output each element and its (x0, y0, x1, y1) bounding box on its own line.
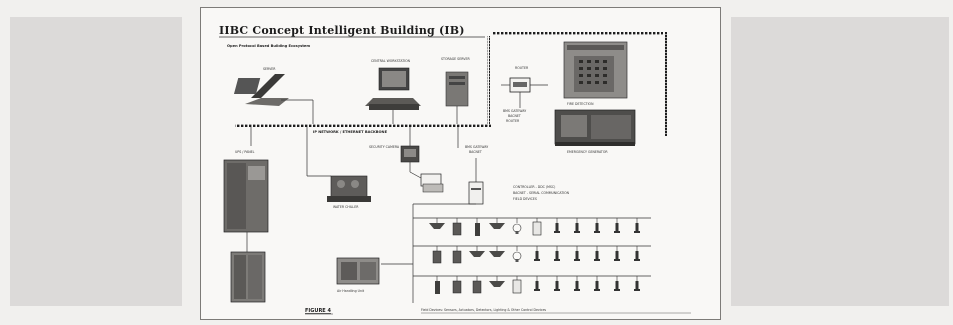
ahu-label: Air Handling Unit (337, 289, 365, 293)
camera-icon (401, 146, 419, 162)
left-blurred-panel (10, 17, 182, 306)
sensor-icon (574, 218, 580, 233)
detector-icon (489, 246, 505, 257)
detector-icon (429, 218, 445, 229)
lamp-icon (513, 246, 521, 262)
sensor-icon (554, 246, 560, 261)
sensor-icon (594, 276, 600, 291)
bms-gateway-mid-label: BMS GATEWAY (465, 145, 488, 149)
controller-line-2: BACNET - SERIAL COMMUNICATION (513, 191, 570, 195)
diagram-title: IIBC Concept Intelligent Building (IB) (219, 24, 465, 37)
server-tower-icon (446, 72, 468, 106)
sensor-icon (533, 218, 541, 235)
building-diagram: IIBC Concept Intelligent Building (IB) O… (200, 7, 721, 320)
cabinet-icon-2 (231, 252, 265, 302)
actuator-icon (453, 246, 461, 263)
workstation-icon (365, 68, 421, 110)
sensor-icon (594, 246, 600, 261)
router-label: ROUTER (515, 66, 529, 70)
chiller-icon (327, 176, 371, 202)
diagram-subtitle: Open Protocol Based Building Ecosystem (227, 44, 310, 48)
generator-label: EMERGENCY GENERATOR (567, 150, 608, 154)
sensor-icon (534, 276, 540, 291)
sensor-icon (574, 276, 580, 291)
camera-label: SECURITY CAMERA (369, 145, 400, 149)
backbone-label: IP NETWORK / ETHERNET BACKBONE (313, 130, 388, 134)
generator-icon (555, 110, 635, 146)
sensor-icon (634, 246, 640, 261)
detector-icon (489, 276, 505, 287)
fire-detection-label: FIRE DETECTION (567, 102, 594, 106)
laptop-icon (234, 74, 289, 106)
router-icon (510, 78, 530, 92)
right-blurred-panel (731, 17, 949, 306)
actuator-icon (433, 246, 441, 263)
controller-icon (469, 182, 483, 204)
svg-text:BACNET: BACNET (469, 150, 482, 154)
actuator-icon (473, 276, 481, 293)
sensor-icon (513, 276, 521, 293)
field-bus-rows (413, 218, 651, 276)
field-devices (429, 218, 640, 294)
ahu-icon (337, 258, 379, 284)
sensor-icon (435, 276, 440, 294)
sensor-icon (594, 218, 600, 233)
server-label: SERVER (263, 67, 276, 71)
backbone-network-line (235, 124, 491, 127)
detector-icon (469, 246, 485, 257)
top-network-line (493, 32, 663, 35)
sensor-icon (634, 218, 640, 233)
sensor-icon (574, 246, 580, 261)
figure-label: FIGURE 4 (305, 308, 331, 314)
bms-gateway-top-label: BMS GATEWAY (503, 109, 526, 113)
actuator-icon (453, 218, 461, 235)
controller-line-1: CONTROLLER - DDC (MSC) (513, 185, 555, 189)
sensor-icon (554, 276, 560, 291)
router-label-2: ROUTER (506, 119, 520, 123)
figure-caption: Field Devices: Sensors, Actuators, Detec… (421, 308, 546, 312)
sensor-icon (554, 218, 560, 233)
mid-network-line (487, 36, 490, 126)
cabinet-icon (224, 160, 268, 232)
right-network-line (664, 32, 667, 136)
svg-text:BACNET: BACNET (508, 114, 521, 118)
sensor-icon (614, 276, 620, 291)
sensor-icon (475, 218, 480, 236)
chiller-label: WATER CHILLER (333, 205, 359, 209)
sensor-icon (614, 246, 620, 261)
fire-panel-icon (564, 42, 627, 98)
gateway-icon (421, 174, 443, 192)
sensor-icon (534, 246, 540, 261)
sensor-icon (634, 276, 640, 291)
controller-line-3: FIELD DEVICES (513, 197, 537, 201)
lamp-icon (513, 218, 521, 234)
detector-icon (489, 218, 505, 229)
sensor-icon (614, 218, 620, 233)
storage-label: STORAGE SERVER (441, 57, 470, 61)
actuator-icon (453, 276, 461, 293)
ups-label: UPS / PANEL (235, 150, 255, 154)
workstation-label: CENTRAL WORKSTATION (371, 59, 411, 63)
